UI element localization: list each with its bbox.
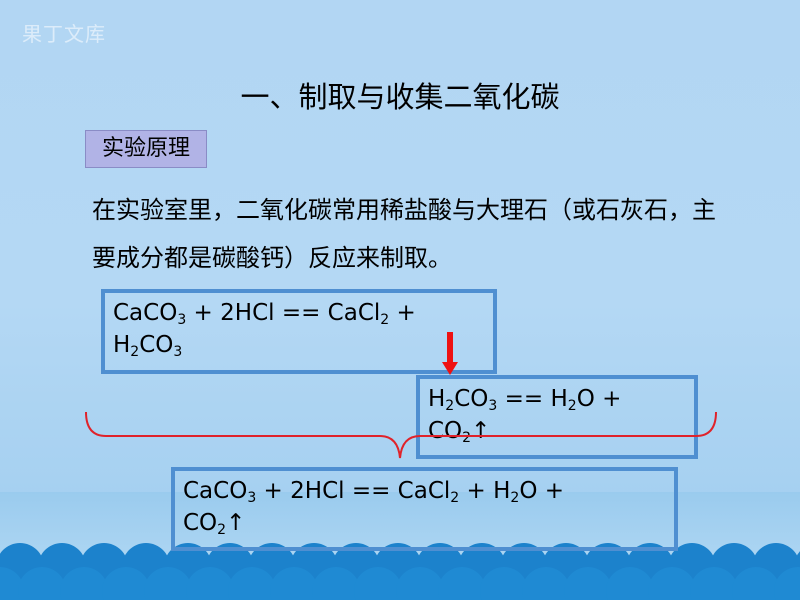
hill [0, 567, 24, 600]
hill [18, 567, 66, 600]
hill [60, 567, 108, 600]
hill [522, 567, 570, 600]
hill [102, 567, 150, 600]
equation-1-line-1: CaCO3 + 2HCl == CaCl2 + [113, 300, 416, 328]
equation-3-line-1: CaCO3 + 2HCl == CaCl2 + H2O + [183, 478, 565, 506]
equation-box-2: H2CO3 == H2O + CO2↑ [416, 375, 698, 459]
hill [186, 567, 234, 600]
hill [270, 567, 318, 600]
hill [438, 567, 486, 600]
equation-1-line-2: H2CO3 [113, 332, 183, 360]
equation-2-line-2: CO2↑ [428, 418, 491, 446]
hill [690, 567, 738, 600]
watermark: 果丁文库 [22, 22, 106, 46]
hill [396, 567, 444, 600]
equation-2-line-1: H2CO3 == H2O + [428, 386, 622, 414]
hill [228, 567, 276, 600]
page-title: 一、制取与收集二氧化碳 [240, 80, 560, 114]
section-label: 实验原理 [85, 130, 207, 168]
hill [480, 567, 528, 600]
hill [732, 567, 780, 600]
decorative-hills [0, 543, 800, 600]
hill [648, 567, 696, 600]
hill [312, 567, 360, 600]
hill [564, 567, 612, 600]
hill [354, 567, 402, 600]
down-arrow-icon [442, 332, 458, 375]
hill [606, 567, 654, 600]
hill [144, 567, 192, 600]
hill [774, 567, 800, 600]
curly-brace-icon [85, 411, 717, 459]
paragraph-text: 在实验室里，二氧化碳常用稀盐酸与大理石（或石灰石，主要成分都是碳酸钙）反应来制取… [92, 196, 716, 272]
equation-box-3: CaCO3 + 2HCl == CaCl2 + H2O + CO2↑ [171, 467, 678, 551]
equation-3-line-2: CO2↑ [183, 510, 246, 538]
equation-box-1: CaCO3 + 2HCl == CaCl2 + H2CO3 [101, 289, 497, 374]
